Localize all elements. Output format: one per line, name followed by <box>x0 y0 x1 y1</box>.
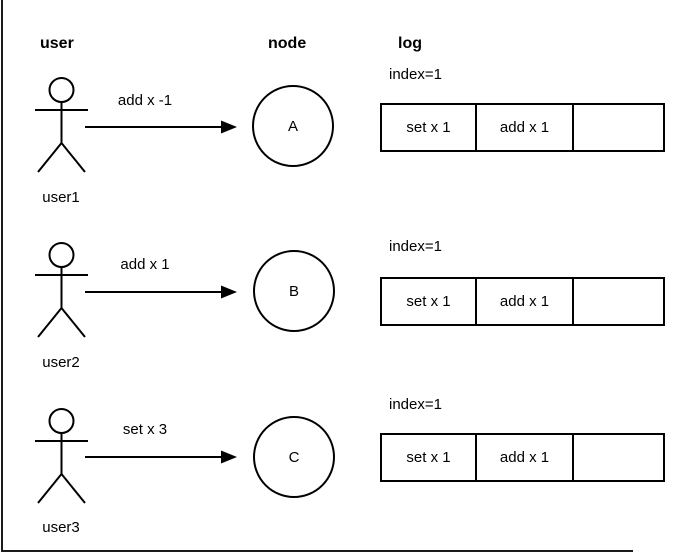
log-cell: add x 1 <box>477 435 574 480</box>
log-index-label: index=1 <box>389 396 442 413</box>
canvas-bottom-border <box>1 550 633 552</box>
log-index-label: index=1 <box>389 66 442 83</box>
message-label: add x -1 <box>117 92 173 109</box>
log-table: set x 1 add x 1 <box>380 103 665 152</box>
arrow-right-icon <box>85 285 237 299</box>
log-table: set x 1 add x 1 <box>380 277 665 326</box>
stick-figure-icon <box>35 408 88 504</box>
log-index-label: index=1 <box>389 238 442 255</box>
node-circle: C <box>253 416 335 498</box>
arrow-right-icon <box>85 120 237 134</box>
node-circle: B <box>253 250 335 332</box>
node-label: B <box>288 282 299 300</box>
log-cell <box>574 435 663 480</box>
node-circle: A <box>252 85 334 167</box>
user-label: user1 <box>42 189 80 206</box>
log-cell: add x 1 <box>477 279 574 324</box>
node-label: A <box>287 117 298 135</box>
stick-figure-icon <box>35 242 88 338</box>
log-cell: set x 1 <box>382 279 477 324</box>
stick-figure-icon <box>35 77 88 173</box>
log-cell <box>574 105 663 150</box>
log-cell <box>574 279 663 324</box>
log-cell: set x 1 <box>382 105 477 150</box>
log-cell: add x 1 <box>477 105 574 150</box>
log-table: set x 1 add x 1 <box>380 433 665 482</box>
user-label: user3 <box>42 519 80 536</box>
message-label: add x 1 <box>120 256 170 273</box>
node-label: C <box>288 448 300 466</box>
canvas-left-border <box>1 0 3 552</box>
log-cell: set x 1 <box>382 435 477 480</box>
column-header-user: user <box>40 35 74 52</box>
arrow-right-icon <box>85 450 237 464</box>
message-label: set x 3 <box>122 421 168 438</box>
user-label: user2 <box>42 354 80 371</box>
column-header-log: log <box>398 35 422 52</box>
column-header-node: node <box>268 35 307 52</box>
